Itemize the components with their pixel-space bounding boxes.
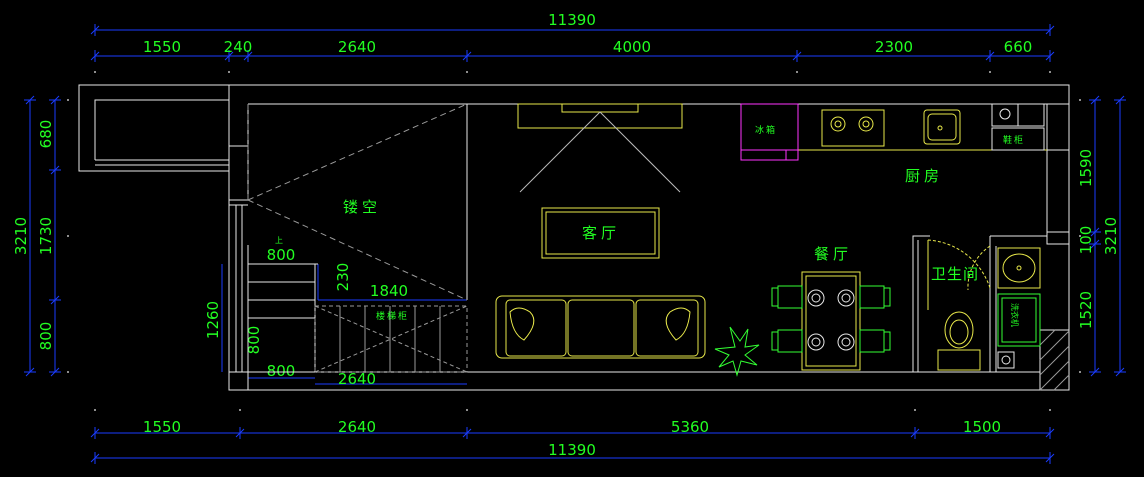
shoe-cabinet-label: 鞋柜	[1003, 134, 1025, 146]
room-living-label: 客厅	[582, 224, 620, 242]
sofa	[495, 295, 706, 359]
dim-right-seg-2: 100	[1077, 226, 1095, 255]
void-area	[247, 103, 468, 301]
dimension-labels: 11390 1550 240 2640 4000 2300 660 1550 2…	[12, 11, 1120, 459]
dim-cabinet-length: 1840	[370, 282, 408, 300]
wash-basin-icon	[997, 247, 1041, 289]
dim-top-seg-3: 2640	[338, 38, 376, 56]
dim-stair-length-bottom: 2640	[338, 370, 376, 388]
dim-stair-side: 800	[245, 326, 263, 355]
fridge-label: 冰箱	[755, 124, 777, 136]
dim-left-total: 3210	[12, 217, 30, 255]
plant-icon	[714, 326, 760, 377]
reference-points	[67, 71, 1081, 411]
floor-drain-icon	[997, 351, 1015, 369]
dim-top-total: 11390	[548, 11, 596, 29]
dim-right-total: 3210	[1102, 217, 1120, 255]
bathroom-door-right	[967, 245, 991, 291]
dim-top-seg-2: 240	[224, 38, 253, 56]
room-bathroom-label: 卫生间	[931, 265, 979, 283]
dim-bottom-seg-4: 1500	[963, 418, 1001, 436]
fridge	[740, 103, 799, 161]
dining-table	[801, 271, 861, 371]
stove-icon	[821, 109, 885, 147]
fixture-labels: 冰箱 鞋柜 楼梯柜 洗衣机	[376, 124, 1025, 327]
dim-right-seg-1: 1590	[1077, 149, 1095, 187]
dim-stair-step: 230	[334, 263, 352, 292]
room-void-label: 镂空	[343, 198, 381, 216]
coffee-table	[541, 207, 660, 259]
tv-cabinet	[517, 103, 683, 193]
bathroom-door	[927, 239, 991, 310]
stair-up-label: 上	[275, 236, 283, 245]
stair-cabinet-steps	[339, 306, 441, 372]
dim-bottom-seg-1: 1550	[143, 418, 181, 436]
walls	[78, 84, 1070, 391]
dining-plates	[807, 289, 855, 351]
dim-left-seg-3: 800	[37, 322, 55, 351]
dim-top-seg-4: 4000	[613, 38, 651, 56]
shoe-cabinet	[991, 103, 1045, 151]
dim-bottom-seg-2: 2640	[338, 418, 376, 436]
stair-cabinet-label: 楼梯柜	[376, 310, 409, 322]
room-labels: 镂空 客厅 餐厅 厨房 卫生间	[343, 167, 979, 283]
room-dining-label: 餐厅	[814, 245, 852, 263]
stair-cabinet	[314, 305, 468, 373]
dimension-lines	[24, 24, 1126, 464]
washer-label: 洗衣机	[1010, 303, 1020, 327]
dim-right-seg-3: 1520	[1077, 291, 1095, 329]
dim-top-seg-5: 2300	[875, 38, 913, 56]
dim-top-seg-6: 660	[1004, 38, 1033, 56]
dim-left-seg-2: 1730	[37, 217, 55, 255]
dining-chairs	[771, 285, 891, 353]
dim-bottom-seg-3: 5360	[671, 418, 709, 436]
room-kitchen-label: 厨房	[905, 167, 943, 185]
hatched-column	[1039, 329, 1070, 391]
dim-stair-height: 1260	[204, 301, 222, 339]
dim-left-seg-1: 680	[37, 120, 55, 149]
dim-stair-width-top: 800	[267, 246, 296, 264]
dim-top-seg-1: 1550	[143, 38, 181, 56]
dim-stair-width-bottom: 800	[267, 362, 296, 380]
washing-machine	[997, 293, 1041, 347]
toilet-icon	[937, 311, 981, 371]
kitchen-sink-icon	[923, 109, 961, 145]
dim-bottom-total: 11390	[548, 441, 596, 459]
